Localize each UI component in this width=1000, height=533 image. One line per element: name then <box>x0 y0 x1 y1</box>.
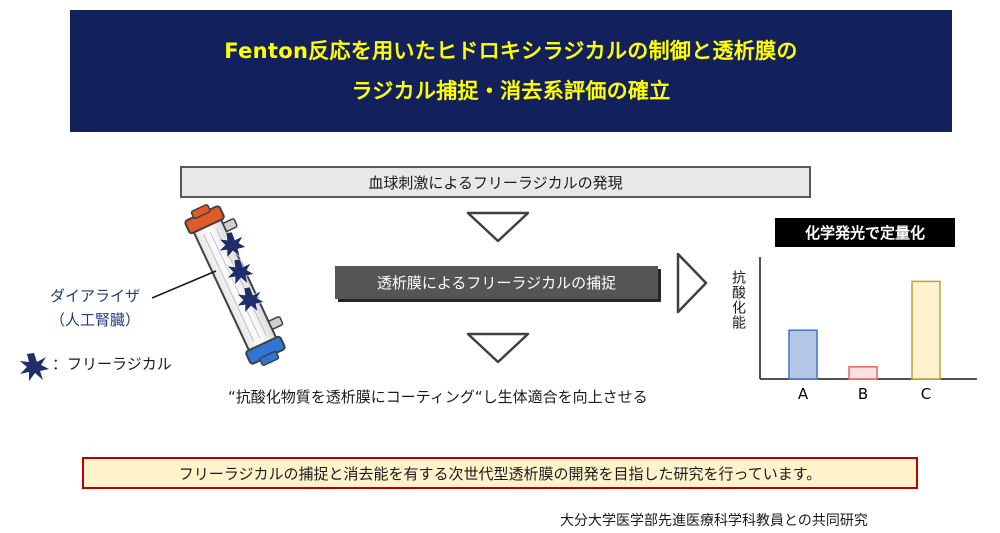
title-line-1: Fenton反応を用いたヒドロキシラジカルの制御と透析膜の <box>224 39 798 63</box>
category-label-C: C <box>921 385 931 403</box>
bar-C <box>911 280 941 380</box>
legend-radical-label: ：フリーラジカル <box>52 355 172 373</box>
antioxidant-bar-chart: A B C <box>759 257 977 403</box>
label-leader-line <box>151 270 217 299</box>
coating-description: “抗酸化物質を透析膜にコーティング“し生体適合を向上させる <box>228 388 648 406</box>
right-arrow-icon <box>676 252 708 314</box>
category-label-B: B <box>858 385 868 403</box>
category-label-A: A <box>798 385 809 403</box>
quantification-label: 化学発光で定量化 <box>775 218 955 247</box>
bar-B <box>848 366 878 380</box>
title-banner: Fenton反応を用いたヒドロキシラジカルの制御と透析膜の ラジカル捕捉・消去系… <box>70 10 952 132</box>
step-stimulation-box: 血球刺激によるフリーラジカルの発現 <box>180 166 811 198</box>
radical-burst-icon <box>20 353 49 381</box>
bar-A <box>788 329 818 380</box>
down-arrow-icon <box>466 332 530 364</box>
goal-statement-box: フリーラジカルの捕捉と消去能を有する次世代型透析膜の開発を目指した研究を行ってい… <box>82 457 918 489</box>
dialyzer-icon <box>184 204 286 366</box>
down-arrow-icon <box>466 211 530 243</box>
dialyzer-label: ダイアライザ （人工腎臓） <box>30 284 160 332</box>
chart-y-axis-label: 抗酸化能 <box>730 270 746 330</box>
dialyzer-label-line-1: ダイアライザ <box>49 287 140 305</box>
title-line-2: ラジカル捕捉・消去系評価の確立 <box>351 79 671 103</box>
dialyzer-label-line-2: （人工腎臓） <box>49 311 140 329</box>
collaboration-credit: 大分大学医学部先進医療科学科教員との共同研究 <box>560 513 868 529</box>
step-capture-box: 透析膜によるフリーラジカルの捕捉 <box>335 266 658 299</box>
